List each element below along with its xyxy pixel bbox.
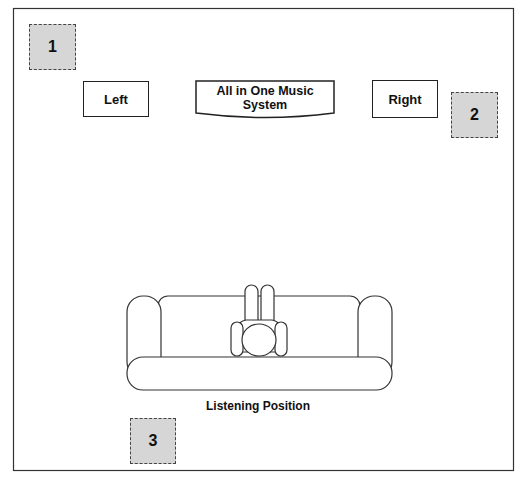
callout-number: 1 <box>29 24 76 70</box>
room-border <box>14 9 514 471</box>
box-label: Left <box>104 92 128 107</box>
callout-number: 2 <box>470 106 479 124</box>
sofa <box>127 296 392 390</box>
speaker-box: Left <box>83 81 149 117</box>
callout-number: 2 <box>451 92 498 138</box>
callout-number: 1 <box>48 38 57 56</box>
speaker-box: Right <box>372 80 438 118</box>
box-label: Right <box>388 92 421 107</box>
position-label: Listening Position <box>206 399 310 413</box>
callout-number: 3 <box>130 418 176 464</box>
music-system-box: All in One Music System <box>195 80 335 120</box>
listener <box>231 285 287 356</box>
box-label: All in One Music System <box>202 84 328 112</box>
callout-number: 3 <box>149 432 158 450</box>
